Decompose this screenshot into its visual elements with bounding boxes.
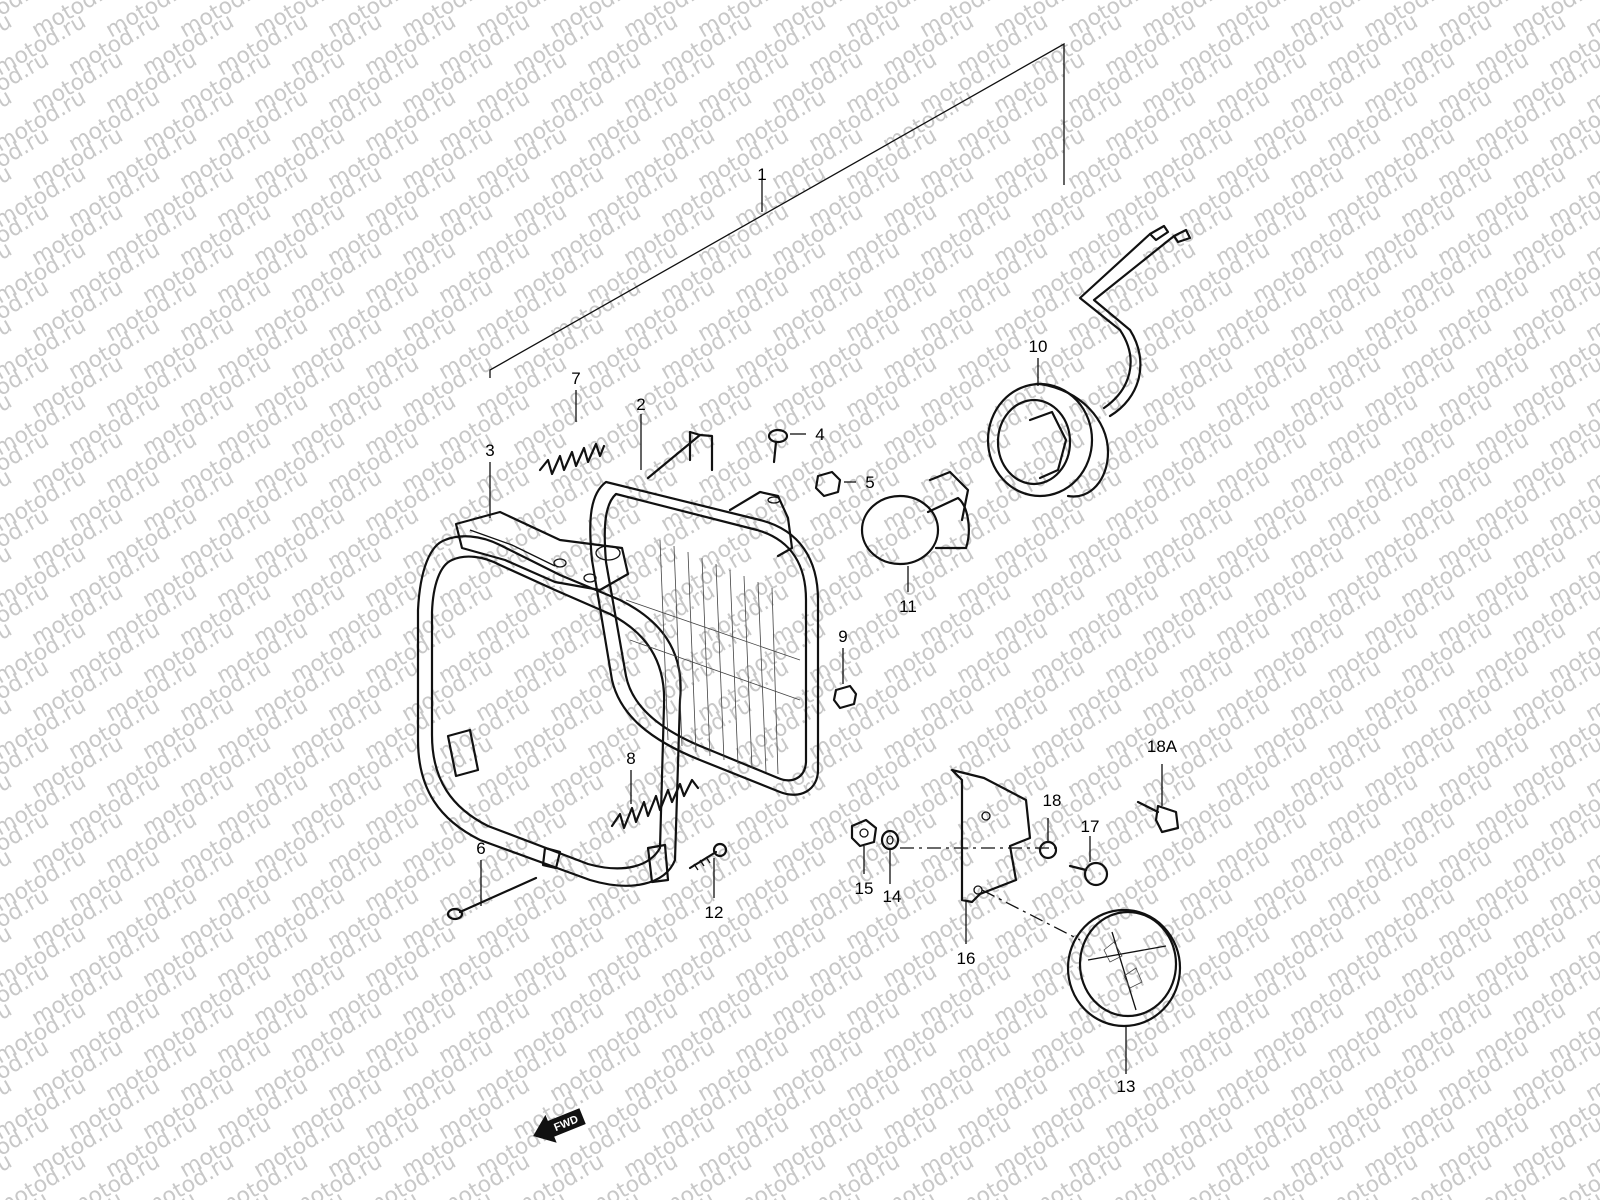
callout-7: 7 (571, 369, 580, 388)
assembly-axis-lower (981, 889, 1081, 941)
position-light (981, 889, 1182, 1028)
callout-16: 16 (957, 949, 976, 968)
spring-upper (538, 442, 606, 476)
nut-9 (832, 684, 858, 710)
washer-14 (880, 829, 900, 851)
callout-2: 2 (636, 395, 645, 414)
headlight-rim-frame (416, 510, 682, 887)
adjusting-screw (446, 876, 538, 921)
callout-6: 6 (476, 839, 485, 858)
callout-17: 17 (1081, 817, 1100, 836)
callout-9: 9 (838, 627, 847, 646)
callout-18: 18 (1043, 791, 1062, 810)
tapping-screw (688, 842, 728, 871)
leader-lines (480, 358, 1163, 1074)
screw-4 (767, 428, 789, 464)
nut-15 (850, 818, 878, 848)
assembly-bracket (489, 42, 1065, 378)
callout-10: 10 (1029, 337, 1048, 356)
headlight-bulb (860, 470, 970, 566)
callout-1: 1 (757, 165, 766, 184)
bulb-socket (986, 224, 1192, 498)
callout-13: 13 (1117, 1077, 1136, 1096)
bolt-18a (1136, 800, 1180, 834)
callout-18a: 18A (1147, 737, 1178, 756)
callout-15: 15 (855, 879, 874, 898)
callout-5: 5 (865, 473, 874, 492)
callout-8: 8 (626, 749, 635, 768)
callout-12: 12 (705, 903, 724, 922)
headlight-unit (589, 430, 820, 796)
callout-11: 11 (899, 597, 917, 616)
spring-lower (610, 778, 700, 830)
fwd-arrow-icon: FWD (533, 1108, 586, 1143)
nut-5 (814, 470, 842, 498)
callout-3: 3 (485, 441, 494, 460)
callout-labels: 1 2 3 4 5 6 7 8 9 10 11 12 13 14 15 16 1… (476, 165, 1178, 1096)
callout-14: 14 (883, 887, 902, 906)
callout-4: 4 (815, 425, 824, 444)
screw-17 (1068, 861, 1109, 887)
